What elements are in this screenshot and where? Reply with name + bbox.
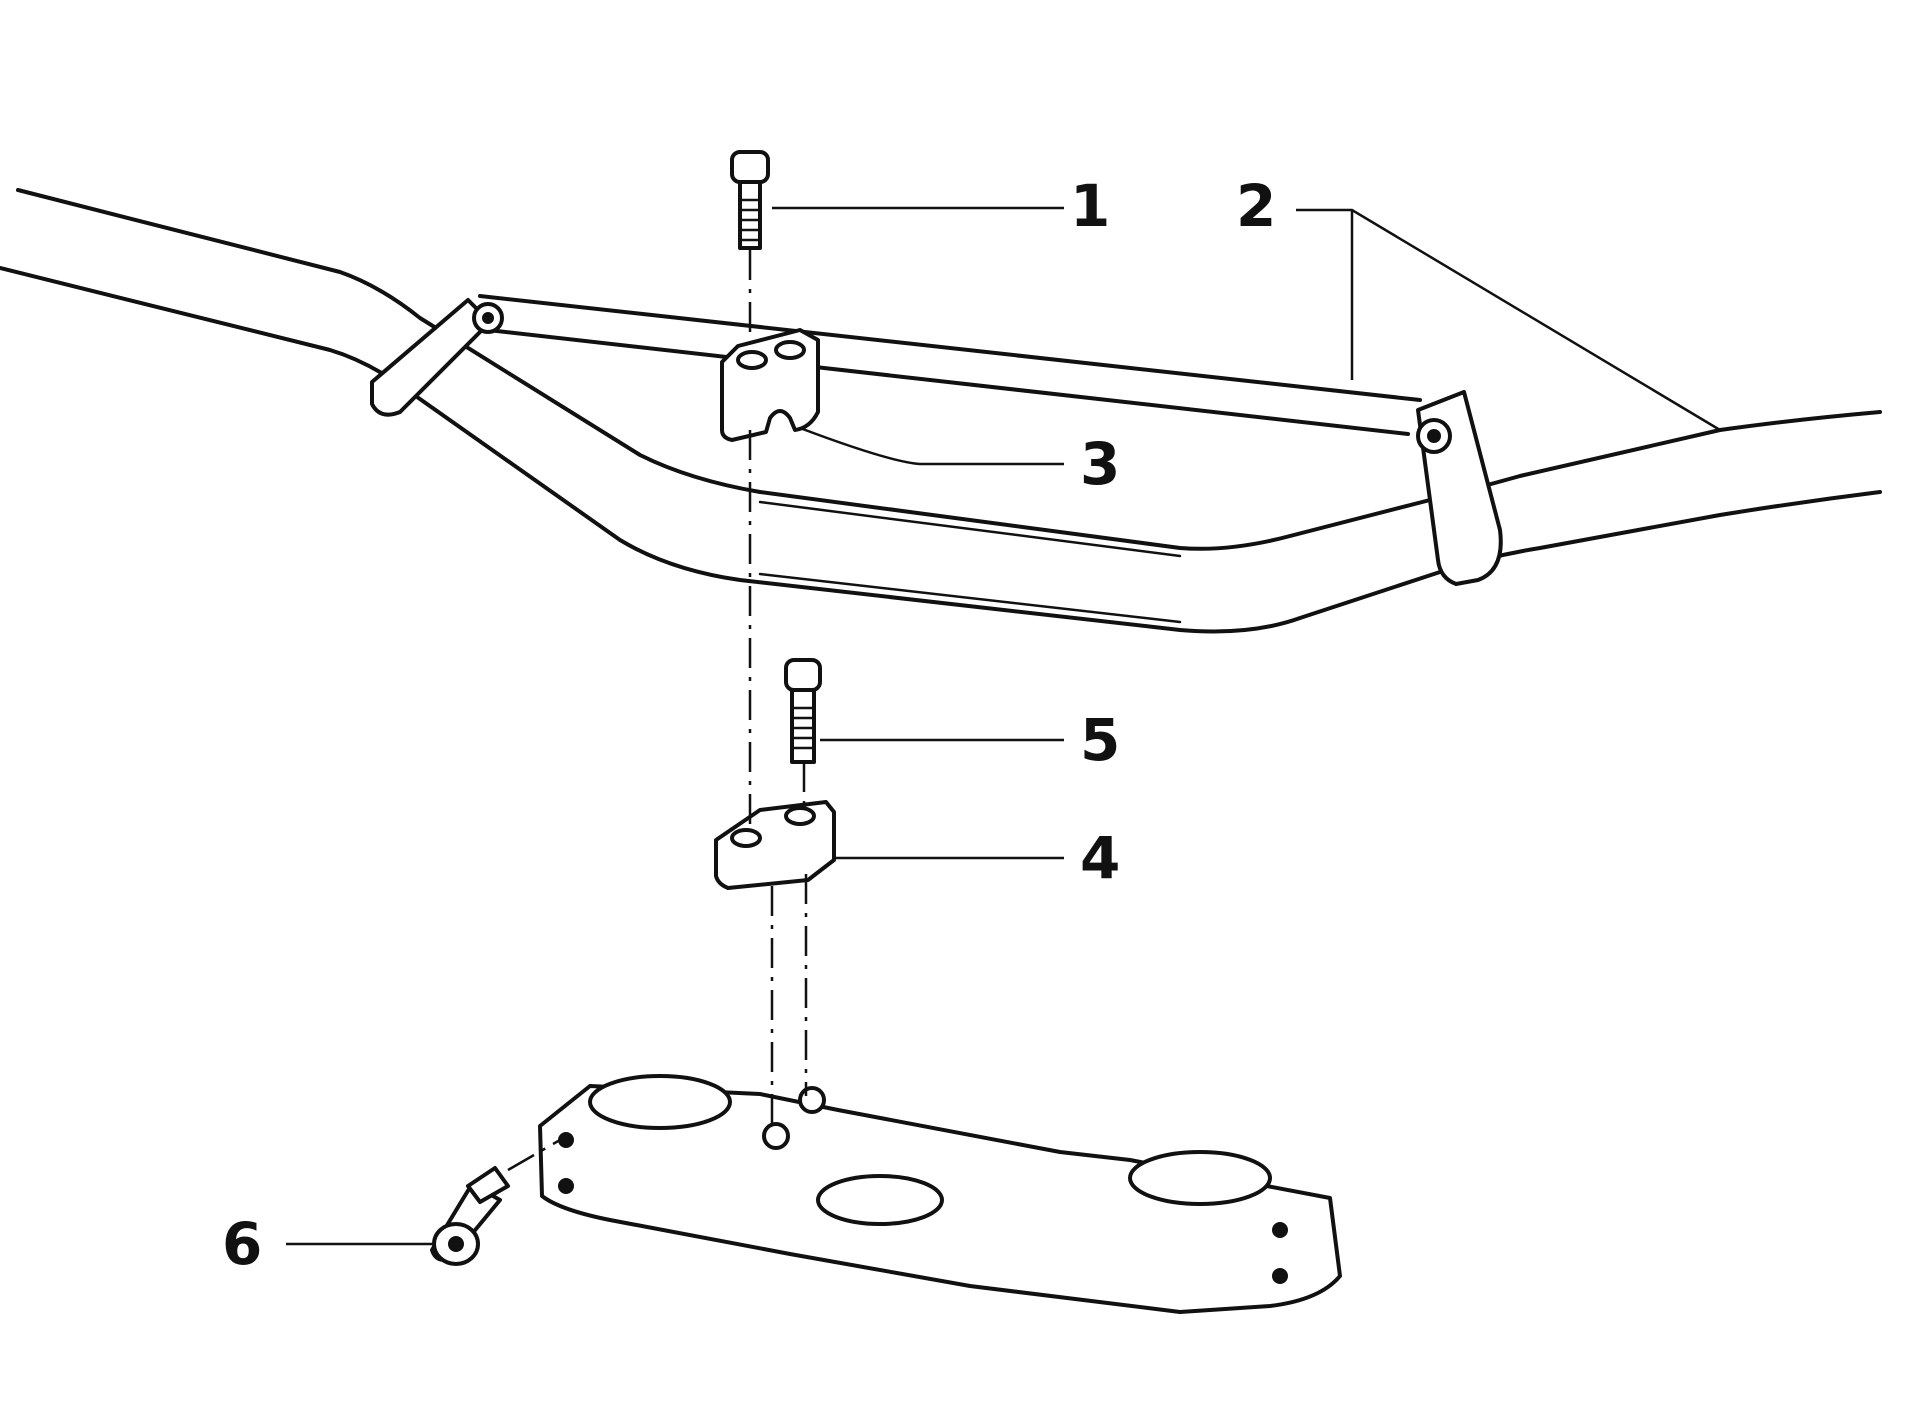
bolt-5 bbox=[784, 658, 822, 764]
bolt-6 bbox=[430, 1166, 510, 1266]
handlebar bbox=[0, 188, 1882, 634]
lower-clamp bbox=[714, 800, 836, 890]
callout-2: 2 bbox=[1236, 172, 1276, 240]
upper-clamp bbox=[720, 328, 820, 442]
callout-5: 5 bbox=[1080, 706, 1120, 774]
cross-brace bbox=[370, 294, 1503, 586]
callout-4: 4 bbox=[1080, 824, 1120, 892]
callout-1: 1 bbox=[1070, 172, 1110, 240]
assembly-axes bbox=[507, 250, 808, 1172]
bolt-1 bbox=[730, 150, 770, 250]
callout-6: 6 bbox=[222, 1210, 262, 1278]
leader-lines bbox=[286, 206, 1721, 1246]
triple-clamp bbox=[538, 1074, 1342, 1314]
callout-3: 3 bbox=[1080, 430, 1120, 498]
